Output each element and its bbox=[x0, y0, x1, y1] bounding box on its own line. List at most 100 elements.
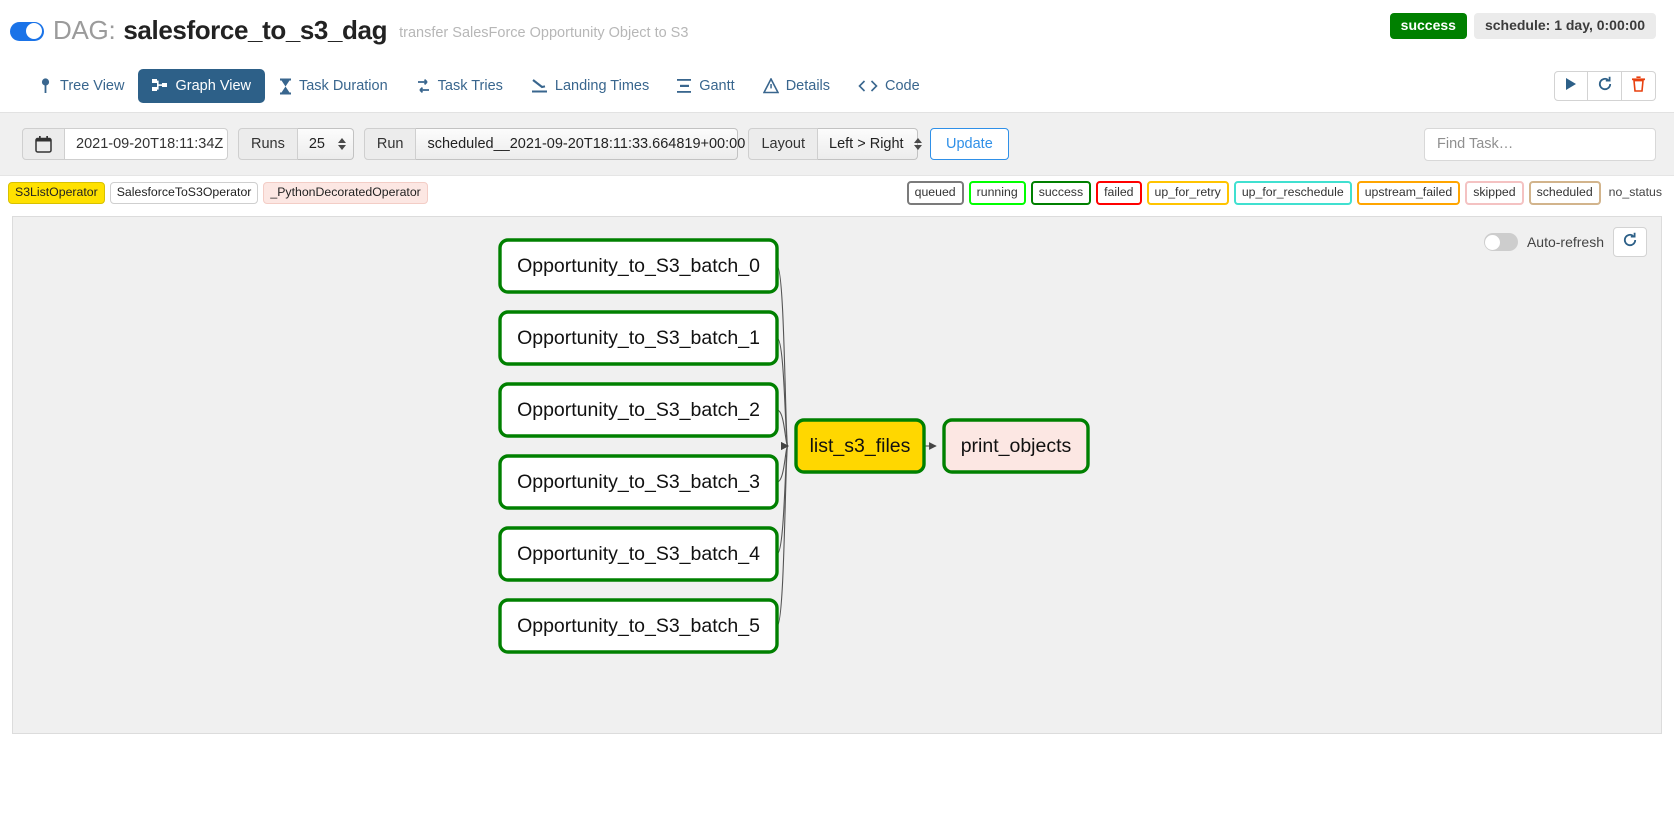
graph-refresh-button[interactable] bbox=[1613, 227, 1647, 257]
update-button[interactable]: Update bbox=[930, 128, 1009, 160]
graph-node-label: Opportunity_to_S3_batch_3 bbox=[517, 471, 760, 493]
tab-task-duration[interactable]: Task Duration bbox=[265, 69, 402, 104]
code-brackets-icon bbox=[858, 79, 878, 93]
tab-code[interactable]: Code bbox=[844, 69, 934, 103]
runs-label: Runs bbox=[238, 128, 298, 160]
operator-badge-salesforcetos3operator[interactable]: SalesforceToS3Operator bbox=[109, 182, 259, 204]
status-legend: queued running success failed up_for_ret… bbox=[906, 181, 1668, 205]
layout-group: Layout Left > Right bbox=[748, 128, 922, 160]
refresh-button[interactable] bbox=[1588, 71, 1622, 101]
auto-refresh-label: Auto-refresh bbox=[1526, 234, 1604, 250]
tab-label: Graph View bbox=[175, 78, 251, 94]
operator-badge-pythondecoratedoperator[interactable]: _PythonDecoratedOperator bbox=[263, 182, 428, 204]
auto-refresh-toggle[interactable] bbox=[1483, 233, 1518, 251]
tab-label: Tree View bbox=[60, 78, 125, 94]
graph-node-label: Opportunity_to_S3_batch_1 bbox=[517, 327, 760, 349]
dag-action-buttons bbox=[1554, 71, 1656, 101]
tab-label: Code bbox=[885, 78, 920, 94]
status-badge-up-for-retry[interactable]: up_for_retry bbox=[1146, 181, 1229, 205]
graph-node-batch3[interactable]: Opportunity_to_S3_batch_3 bbox=[498, 454, 779, 510]
tab-task-tries[interactable]: Task Tries bbox=[402, 69, 517, 103]
trigger-dag-button[interactable] bbox=[1554, 71, 1588, 101]
layout-label-text: Layout bbox=[761, 136, 806, 152]
tab-landing-times[interactable]: Landing Times bbox=[517, 69, 663, 103]
dag-prefix-label: DAG: bbox=[53, 14, 116, 45]
delete-dag-button[interactable] bbox=[1622, 71, 1656, 101]
graph-node-label: Opportunity_to_S3_batch_5 bbox=[517, 615, 760, 637]
tab-tree-view[interactable]: Tree View bbox=[24, 69, 138, 103]
run-value: scheduled__2021-09-20T18:11:33.664819+00… bbox=[427, 136, 746, 152]
graph-node-batch0[interactable]: Opportunity_to_S3_batch_0 bbox=[498, 238, 779, 294]
tab-graph-view[interactable]: Graph View bbox=[138, 69, 265, 103]
graph-edge bbox=[776, 442, 789, 627]
graph-node-box bbox=[942, 418, 1090, 474]
runs-value: 25 bbox=[308, 136, 325, 152]
tab-label: Landing Times bbox=[554, 78, 650, 94]
graph-nodes: Opportunity_to_S3_batch_0Opportunity_to_… bbox=[498, 238, 1090, 654]
runs-group: Runs 25 bbox=[238, 128, 354, 160]
status-badge-upstream-failed[interactable]: upstream_failed bbox=[1356, 181, 1461, 205]
base-date-group: 2021-09-20T18:11:34Z bbox=[22, 128, 228, 160]
tab-label: Details bbox=[785, 78, 831, 94]
find-task-input[interactable]: Find Task… bbox=[1424, 127, 1656, 161]
graph-node-batch1[interactable]: Opportunity_to_S3_batch_1 bbox=[498, 310, 779, 366]
retry-icon bbox=[416, 78, 431, 94]
graph-node-batch2[interactable]: Opportunity_to_S3_batch_2 bbox=[498, 382, 779, 438]
runs-select[interactable]: 25 bbox=[297, 128, 354, 160]
run-group: Run scheduled__2021-09-20T18:11:33.66481… bbox=[363, 128, 764, 160]
graph-node-box bbox=[498, 310, 779, 366]
graph-node-label: list_s3_files bbox=[810, 435, 911, 457]
update-label: Update bbox=[946, 136, 993, 152]
graph-node-list[interactable]: list_s3_files bbox=[794, 418, 926, 474]
landing-icon bbox=[531, 78, 548, 94]
status-badge-failed[interactable]: failed bbox=[1096, 181, 1142, 205]
refresh-icon bbox=[1597, 76, 1613, 97]
graph-node-batch4[interactable]: Opportunity_to_S3_batch_4 bbox=[498, 526, 779, 582]
graph-node-box bbox=[498, 526, 779, 582]
trash-icon bbox=[1631, 75, 1646, 97]
tab-gantt[interactable]: Gantt bbox=[663, 69, 748, 103]
operator-badge-s3listoperator[interactable]: S3ListOperator bbox=[8, 182, 105, 204]
graph-node-batch5[interactable]: Opportunity_to_S3_batch_5 bbox=[498, 598, 779, 654]
tab-label: Task Duration bbox=[298, 78, 388, 94]
graph-node-box bbox=[498, 454, 779, 510]
status-badge-skipped[interactable]: skipped bbox=[1465, 181, 1524, 205]
status-badge-no-status[interactable]: no_status bbox=[1605, 183, 1668, 203]
tab-label: Task Tries bbox=[437, 78, 503, 94]
dag-pause-toggle[interactable] bbox=[10, 21, 44, 41]
find-task-placeholder: Find Task… bbox=[1437, 136, 1514, 152]
page-header: DAG: salesforce_to_s3_dag transfer Sales… bbox=[0, 0, 1674, 60]
calendar-icon[interactable] bbox=[22, 128, 65, 160]
graph-node-box bbox=[498, 382, 779, 438]
legend-row: S3ListOperator SalesforceToS3Operator _P… bbox=[0, 176, 1674, 210]
status-badge-success[interactable]: success bbox=[1030, 181, 1092, 205]
layout-label: Layout bbox=[748, 128, 819, 160]
status-badge-up-for-reschedule[interactable]: up_for_reschedule bbox=[1233, 181, 1352, 205]
base-date-input[interactable]: 2021-09-20T18:11:34Z bbox=[65, 128, 228, 160]
view-tabs: Tree View Graph View Task Duration Task … bbox=[0, 60, 1674, 113]
graph-node-box bbox=[794, 418, 926, 474]
operator-legend: S3ListOperator SalesforceToS3Operator _P… bbox=[8, 182, 428, 204]
dag-graph-svg[interactable]: Opportunity_to_S3_batch_0Opportunity_to_… bbox=[13, 217, 1661, 734]
status-badge-scheduled[interactable]: scheduled bbox=[1528, 181, 1601, 205]
layout-value: Left > Right bbox=[829, 136, 904, 152]
tab-details[interactable]: Details bbox=[749, 69, 844, 103]
gantt-icon bbox=[677, 78, 692, 94]
runs-label-text: Runs bbox=[251, 136, 285, 152]
refresh-icon bbox=[1622, 232, 1638, 253]
dag-status-badge: success bbox=[1389, 13, 1467, 39]
graph-node-label: Opportunity_to_S3_batch_4 bbox=[517, 543, 760, 565]
layout-select[interactable]: Left > Right bbox=[818, 128, 922, 160]
dag-name-title: salesforce_to_s3_dag bbox=[123, 14, 388, 45]
warning-triangle-icon bbox=[762, 78, 779, 94]
graph-view-icon bbox=[152, 78, 168, 94]
graph-node-box bbox=[498, 598, 779, 654]
graph-filter-toolbar: 2021-09-20T18:11:34Z Runs 25 Run schedul… bbox=[0, 113, 1674, 176]
status-badge-running[interactable]: running bbox=[968, 181, 1026, 205]
header-badges: success schedule: 1 day, 0:00:00 bbox=[1389, 13, 1656, 39]
status-badge-queued[interactable]: queued bbox=[906, 181, 964, 205]
run-select[interactable]: scheduled__2021-09-20T18:11:33.664819+00… bbox=[416, 128, 764, 160]
graph-node-print[interactable]: print_objects bbox=[942, 418, 1090, 474]
dag-schedule-badge: schedule: 1 day, 0:00:00 bbox=[1473, 13, 1656, 39]
